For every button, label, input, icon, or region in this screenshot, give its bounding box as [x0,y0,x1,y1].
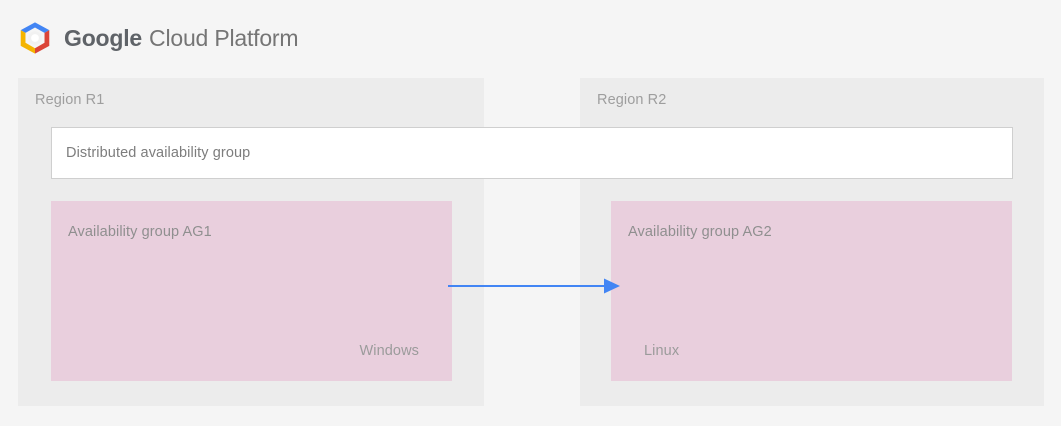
brand-header: Google Cloud Platform [18,16,299,60]
availability-group-os-ag2: Linux [644,343,680,359]
region-label-r1: Region R1 [35,92,105,108]
architecture-diagram: Region R1 Region R2 Distributed availabi… [18,78,1044,406]
region-label-r2: Region R2 [597,92,667,108]
availability-group-title-ag1: Availability group AG1 [68,224,212,240]
availability-group-box-ag2: Availability group AG2 Linux [611,201,1012,381]
brand-word-cloud-platform: Cloud Platform [149,24,299,51]
availability-group-title-ag2: Availability group AG2 [628,224,772,240]
availability-group-os-ag1: Windows [359,343,419,359]
distributed-availability-group-label: Distributed availability group [66,145,251,161]
brand-wordmark: Google Cloud Platform [64,24,299,52]
availability-group-box-ag1: Availability group AG1 Windows [51,201,452,381]
google-cloud-platform-hexagon-logo-icon [20,22,50,54]
distributed-availability-group-band: Distributed availability group [51,127,1013,179]
replication-arrow-icon [448,278,620,294]
brand-word-google: Google [64,24,143,51]
